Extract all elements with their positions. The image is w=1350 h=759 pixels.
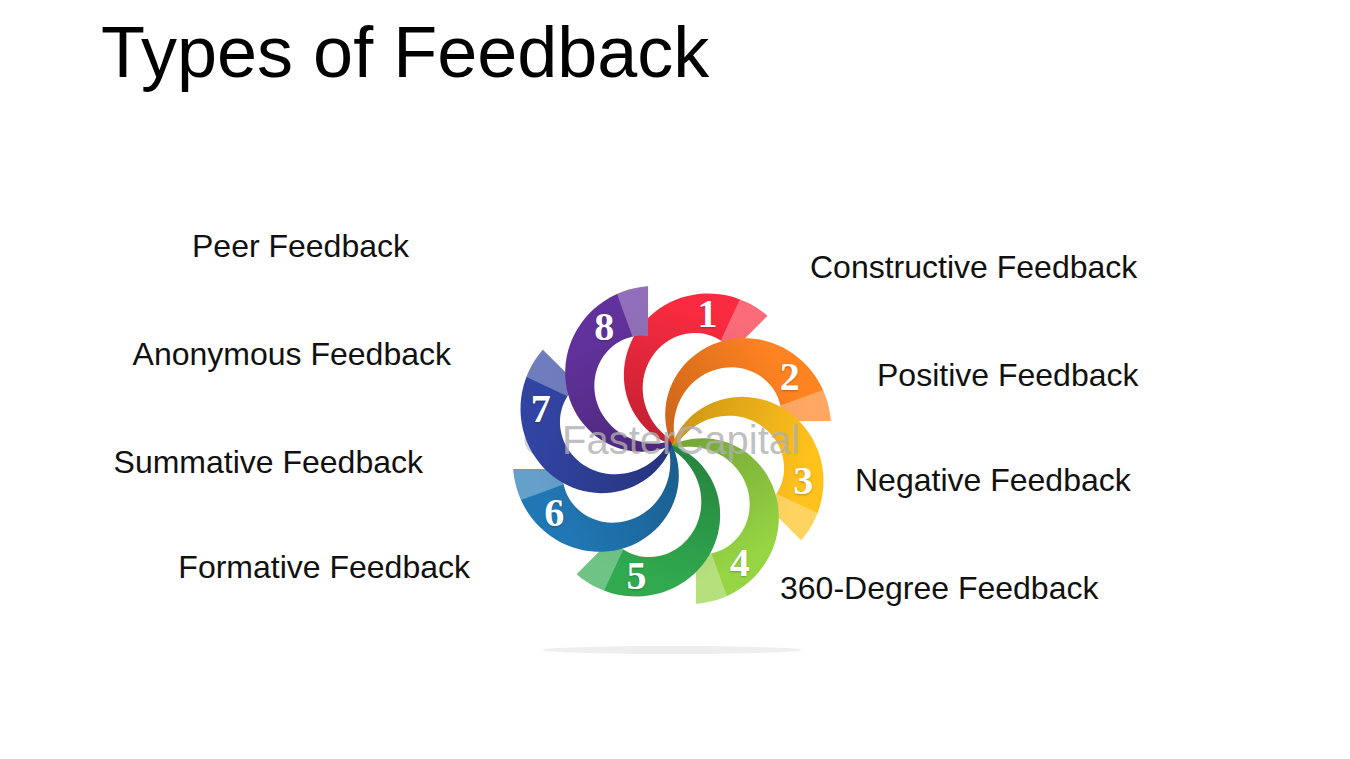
callout-number: 6 [544, 493, 564, 533]
feedback-type-label: Formative Feedback [178, 549, 470, 586]
feedback-type-label: Summative Feedback [114, 444, 423, 481]
feedback-type-label: Constructive Feedback [810, 249, 1137, 286]
watermark: FasterCapital [562, 420, 800, 460]
diagram-title: Types of Feedback [101, 16, 709, 88]
callout-number: 8 [594, 307, 614, 347]
feedback-type-label: Positive Feedback [877, 357, 1138, 394]
callout-number: 4 [730, 543, 750, 583]
feedback-type-label: Peer Feedback [192, 228, 409, 265]
callout-number: 3 [793, 461, 813, 501]
feedback-type-label: Anonymous Feedback [133, 336, 451, 373]
feedback-type-label: 360-Degree Feedback [780, 570, 1098, 607]
callout-number: 5 [626, 556, 646, 596]
callout-number: 7 [531, 389, 551, 429]
feedback-type-label: Negative Feedback [855, 462, 1131, 499]
segment-fold [617, 286, 648, 336]
callout-number: 2 [780, 357, 800, 397]
callout-number: 1 [698, 294, 718, 334]
floor-shadow [542, 646, 802, 654]
